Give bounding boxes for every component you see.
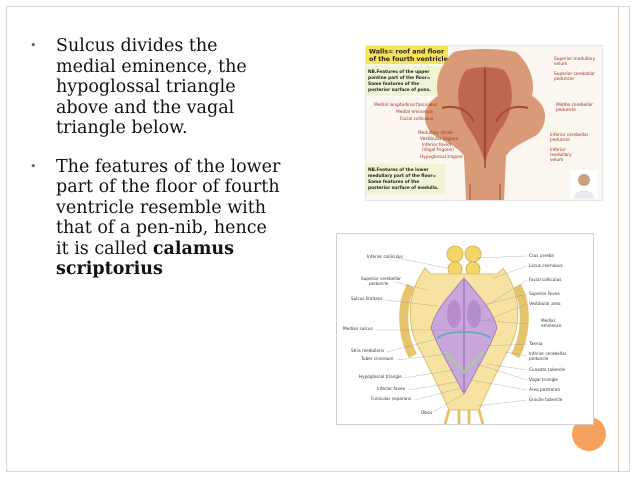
- label-right: Superior cerebellar: [554, 71, 595, 77]
- label-left: Vestibular trigone: [420, 136, 459, 142]
- label-right: velum: [550, 157, 563, 163]
- label-right: Locus coeruleus: [529, 263, 563, 268]
- figure-brainstem-dissection: Walls= roof and floor of the fourth vent…: [366, 46, 602, 200]
- bullet-marker-icon: •: [30, 39, 37, 52]
- figure-title-line2: of the fourth ventricle: [369, 56, 448, 63]
- brainstem-dissection-image: Walls= roof and floor of the fourth vent…: [366, 46, 602, 200]
- left-superior-colliculus: [446, 245, 464, 263]
- label-right: Cuneate tubercle: [529, 367, 566, 372]
- lower-fasciculi: [443, 409, 485, 424]
- label-left: Facial colliculus: [400, 116, 434, 122]
- label-right: Taenia: [528, 341, 543, 346]
- label-right: Area postrema: [529, 387, 560, 392]
- label-right: Inferior: [550, 147, 566, 153]
- lower-note-line: posterior surface of medulla.: [368, 185, 439, 191]
- label-left: Superior cerebellar: [361, 276, 401, 281]
- medulla-strands: [469, 184, 501, 200]
- label-right: Superior medullary: [554, 56, 596, 62]
- label-left: (Vagal trigone): [422, 147, 454, 153]
- leader-lines: [377, 255, 528, 413]
- peduncle-left: [441, 106, 475, 123]
- peduncle-right: [495, 106, 529, 123]
- label-left: Hypoglossal triangle: [359, 374, 402, 379]
- lower-note-line: Same features of the: [368, 179, 419, 185]
- slide-frame: [6, 6, 630, 472]
- lower-note-line: NB.Features of the lower: [368, 167, 429, 173]
- bullet-text: The features of the lower part of the fl…: [56, 156, 281, 259]
- figure-fourth-ventricle-floor: Inferior colliculus Superior cerebellar …: [336, 233, 594, 425]
- label-left: Medial eminence: [396, 109, 433, 115]
- label-left: Medullary striae: [418, 130, 453, 136]
- bullet-item: • The features of the lower part of the …: [28, 157, 318, 280]
- left-medial-eminence: [447, 300, 461, 328]
- label-right: Medial: [541, 318, 555, 323]
- bullet-item: • Sulcus divides the medial eminence, th…: [28, 36, 318, 139]
- label-right: Facial colliculus: [529, 277, 561, 282]
- slide-edge-line: [618, 6, 619, 472]
- label-right: Inferior cerebellar: [550, 132, 589, 138]
- label-left: Median sulcus: [343, 326, 373, 331]
- vagal-triangle-mark: [444, 351, 484, 374]
- upper-note-box: [366, 66, 442, 96]
- label-left: Funiculus separans: [371, 396, 411, 401]
- label-right: peduncle: [554, 76, 574, 82]
- bullet-text: Sulcus divides the medial eminence, the …: [56, 36, 247, 138]
- presenter-portrait: [570, 170, 598, 198]
- label-left: Medial longitudinal fasciculus: [374, 102, 438, 108]
- bullet-list: • Sulcus divides the medial eminence, th…: [28, 36, 318, 298]
- label-left: Tuber cinereum: [360, 356, 394, 361]
- label-right: peduncle: [556, 107, 576, 113]
- label-left: Stria medullaris: [351, 348, 384, 353]
- label-left: Inferior colliculus: [367, 254, 403, 259]
- label-left: Inferior fovea: [377, 386, 406, 391]
- label-right: Gracile tubercle: [529, 397, 563, 402]
- label-right: Vestibular area: [529, 301, 561, 306]
- label-right: peduncle: [529, 356, 549, 361]
- right-medial-eminence: [467, 300, 481, 328]
- label-right: eminence: [541, 323, 562, 328]
- label-left: peduncle: [369, 281, 389, 286]
- upper-note-line: pontine part of the floor=: [368, 75, 431, 81]
- label-right: Vagal triangle: [529, 377, 558, 382]
- right-peduncle: [510, 283, 529, 359]
- lower-note-line: medullary part of the floor=: [368, 173, 436, 179]
- label-right: Superior fovea: [529, 291, 560, 296]
- title-box: [366, 46, 448, 64]
- label-left: Inferior fovea: [422, 142, 451, 148]
- label-right: velum: [554, 61, 567, 67]
- bullet-marker-icon: •: [30, 159, 37, 173]
- label-right: Crus cerebri: [529, 253, 554, 258]
- label-left: Hypoglossal trigone: [420, 154, 463, 160]
- upper-note-line: NB.Features of the upper: [368, 69, 430, 75]
- label-right: Middle cerebellar: [556, 102, 593, 108]
- stria-medullaris-line: [436, 331, 492, 339]
- upper-note-line: posterior surface of pons.: [368, 87, 431, 93]
- label-right: Inferior cerebellar: [529, 351, 567, 356]
- left-peduncle: [399, 283, 418, 359]
- right-superior-colliculus: [464, 245, 482, 263]
- fourth-ventricle-diagram: Inferior colliculus Superior cerebellar …: [337, 234, 593, 424]
- label-right: medullary: [550, 152, 572, 158]
- figure-title-line1: Walls= roof and floor: [369, 49, 445, 56]
- upper-note-line: Same features of the: [368, 81, 419, 87]
- label-left: Sulcus limitans: [351, 296, 383, 301]
- lower-note-box: [366, 164, 446, 194]
- label-left: Obex: [421, 410, 432, 415]
- bullet-bold-term: calamus scriptorius: [56, 238, 234, 280]
- label-right: peduncle: [550, 137, 570, 143]
